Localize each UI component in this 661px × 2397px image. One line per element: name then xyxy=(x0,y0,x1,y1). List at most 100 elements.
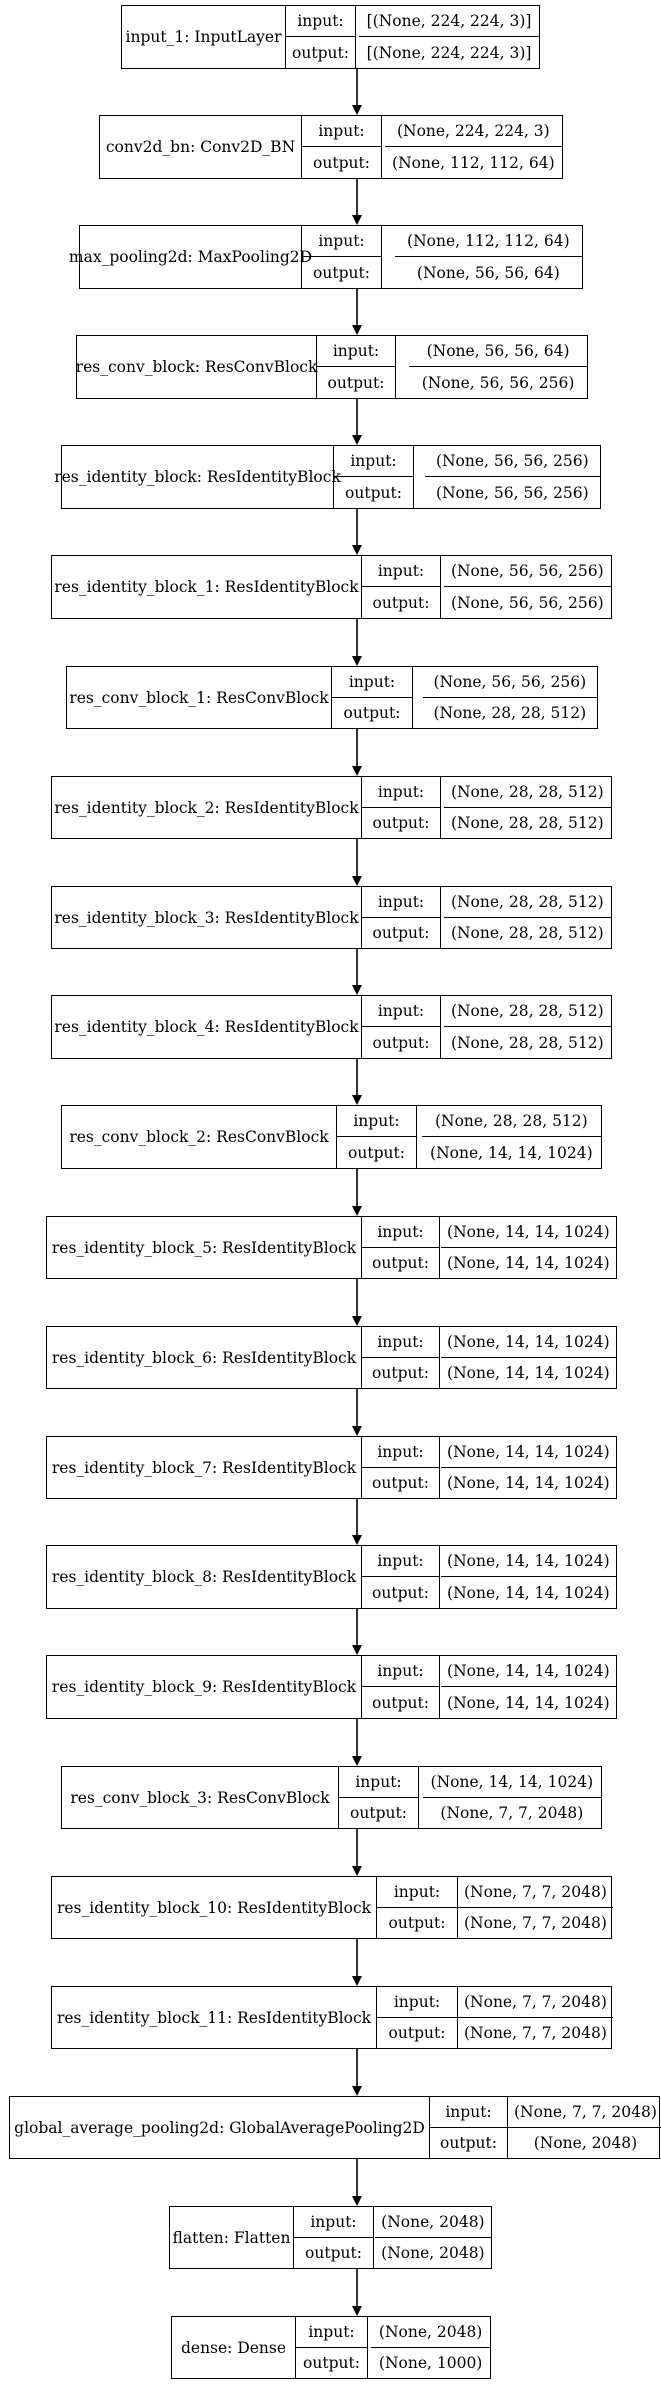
layer-name: flatten: Flatten xyxy=(170,2207,294,2268)
layer-name: res_conv_block_1: ResConvBlock xyxy=(67,667,332,728)
layer-name: res_conv_block: ResConvBlock xyxy=(76,336,317,398)
output-shape: (None, 2048) xyxy=(381,2243,485,2262)
output-label: output: xyxy=(362,1027,441,1058)
arrowhead xyxy=(352,1866,362,1876)
output-shape: (None, 28, 28, 512) xyxy=(433,703,587,722)
input-label: input: xyxy=(362,1217,440,1248)
input-label: input: xyxy=(337,1106,417,1137)
arrowhead xyxy=(352,1206,362,1216)
arrowhead xyxy=(352,325,362,335)
input-shape: (None, 28, 28, 512) xyxy=(443,777,611,808)
layer-name: res_identity_block_11: ResIdentityBlock xyxy=(52,1987,377,2048)
input-label: input: xyxy=(302,116,382,147)
output-shape: (None, 56, 56, 256) xyxy=(435,483,589,502)
output-label: output: xyxy=(377,1907,458,1938)
input-shape: (None, 14, 14, 1024) xyxy=(440,1217,616,1248)
output-shape: (None, 14, 14, 1024) xyxy=(447,1363,610,1382)
input-shape: (None, 2048) xyxy=(374,2207,491,2238)
layer-name: res_identity_block_8: ResIdentityBlock xyxy=(47,1546,362,1608)
arrowhead xyxy=(352,1316,362,1326)
input-label: input: xyxy=(294,2207,374,2238)
arrowhead xyxy=(352,1756,362,1766)
output-label: output: xyxy=(362,1687,440,1718)
layer-name: global_average_pooling2d: GlobalAverageP… xyxy=(10,2097,430,2158)
output-shape: (None, 28, 28, 512) xyxy=(450,923,604,942)
output-label: output: xyxy=(302,147,382,178)
layer-name: res_identity_block_2: ResIdentityBlock xyxy=(52,777,362,838)
input-label: input: xyxy=(302,226,382,257)
arrowhead xyxy=(352,985,362,995)
output-label: output: xyxy=(362,917,441,948)
input-label: input: xyxy=(362,1656,440,1687)
output-shape: (None, 112, 112, 64) xyxy=(392,153,555,172)
layer-name: res_identity_block_3: ResIdentityBlock xyxy=(52,887,362,948)
layer-name: res_identity_block_5: ResIdentityBlock xyxy=(47,1217,362,1278)
output-label: output: xyxy=(337,1137,417,1168)
output-shape: [(None, 224, 224, 3)] xyxy=(366,43,532,62)
input-shape: (None, 14, 14, 1024) xyxy=(440,1327,616,1358)
layer-node: global_average_pooling2d: GlobalAverageP… xyxy=(9,2096,661,2159)
arrowhead xyxy=(352,2196,362,2206)
layer-name: max_pooling2d: MaxPooling2D xyxy=(69,226,312,288)
input-label: input: xyxy=(362,1437,440,1468)
input-shape: (None, 14, 14, 1024) xyxy=(440,1656,616,1687)
arrowhead xyxy=(352,1976,362,1986)
input-shape: (None, 56, 56, 64) xyxy=(409,336,587,367)
input-label: input: xyxy=(317,336,396,367)
layer-name: res_identity_block_4: ResIdentityBlock xyxy=(52,996,362,1058)
output-shape: (None, 14, 14, 1024) xyxy=(447,1583,610,1602)
input-label: input: xyxy=(332,667,413,698)
output-label: output: xyxy=(286,37,356,68)
arrowhead xyxy=(352,2086,362,2096)
output-shape: (None, 14, 14, 1024) xyxy=(447,1253,610,1272)
input-shape: (None, 28, 28, 512) xyxy=(443,996,611,1027)
output-shape: (None, 2048) xyxy=(533,2133,638,2152)
output-label: output: xyxy=(377,2017,458,2048)
arrowhead xyxy=(352,876,362,886)
input-label: input: xyxy=(377,1987,458,2018)
output-shape: (None, 14, 14, 1024) xyxy=(447,1473,610,1492)
input-label: input: xyxy=(377,1877,458,1908)
layer-name: res_identity_block: ResIdentityBlock xyxy=(54,446,341,508)
input-shape: (None, 56, 56, 256) xyxy=(424,446,600,477)
input-label: input: xyxy=(286,6,356,37)
input-label: input: xyxy=(339,1767,419,1798)
layer-name: input_1: InputLayer xyxy=(122,6,286,68)
output-label: output: xyxy=(430,2127,508,2158)
output-label: output: xyxy=(362,1357,440,1388)
output-shape: (None, 14, 14, 1024) xyxy=(430,1143,593,1162)
input-label: input: xyxy=(362,556,441,587)
arrowhead xyxy=(352,2306,362,2316)
input-shape: (None, 28, 28, 512) xyxy=(443,887,611,918)
layer-name: res_identity_block_1: ResIdentityBlock xyxy=(52,556,362,618)
arrowhead xyxy=(352,105,362,115)
output-shape: (None, 28, 28, 512) xyxy=(450,813,604,832)
input-label: input: xyxy=(362,1327,440,1358)
output-shape: (None, 56, 56, 256) xyxy=(421,373,575,392)
input-label: input: xyxy=(296,2317,368,2348)
output-label: output: xyxy=(302,257,382,288)
output-shape: (None, 56, 56, 64) xyxy=(416,263,560,282)
input-label: input: xyxy=(430,2097,508,2128)
output-shape: (None, 14, 14, 1024) xyxy=(447,1693,610,1712)
output-label: output: xyxy=(362,1577,440,1608)
output-shape: (None, 28, 28, 512) xyxy=(450,1033,604,1052)
arrowhead xyxy=(352,1645,362,1655)
input-shape: (None, 56, 56, 256) xyxy=(422,667,597,698)
output-shape: (None, 56, 56, 256) xyxy=(450,593,604,612)
